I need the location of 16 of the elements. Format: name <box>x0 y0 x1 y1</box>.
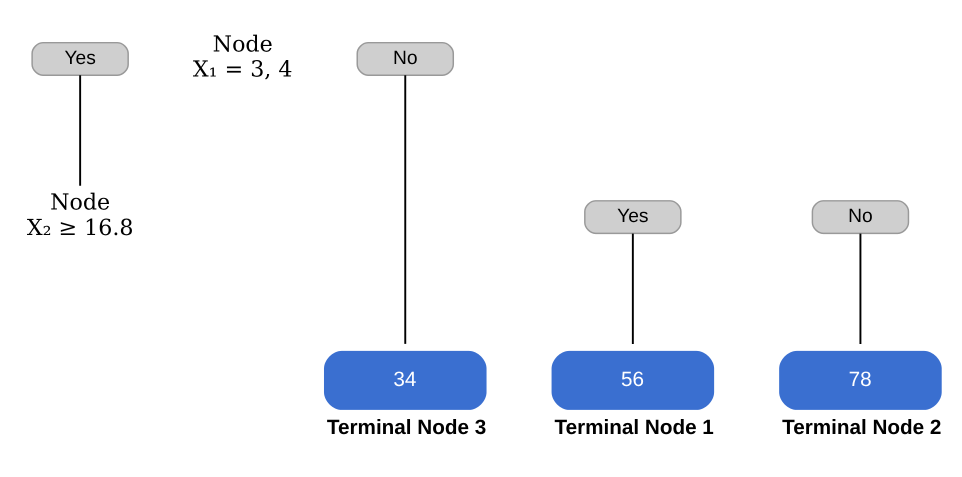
node-label: Terminal Node 2 <box>782 416 942 439</box>
node-text: Node X₂ ≥ 16.8 <box>26 190 134 241</box>
node-label: Terminal Node 1 <box>554 416 714 439</box>
node-box: Yes <box>31 42 129 76</box>
connector <box>404 75 406 344</box>
node-box: Yes <box>584 200 682 234</box>
connector <box>79 75 82 186</box>
node-label: Terminal Node 3 <box>326 416 486 439</box>
node-text: Node X₁ = 3, 4 <box>192 32 292 83</box>
node-box: 34 <box>324 350 487 410</box>
node-box: 56 <box>552 350 714 410</box>
node-box: No <box>356 42 454 76</box>
connector <box>632 234 634 344</box>
node-box: 78 <box>779 350 942 410</box>
connector <box>859 234 862 344</box>
node-box: No <box>812 200 910 234</box>
